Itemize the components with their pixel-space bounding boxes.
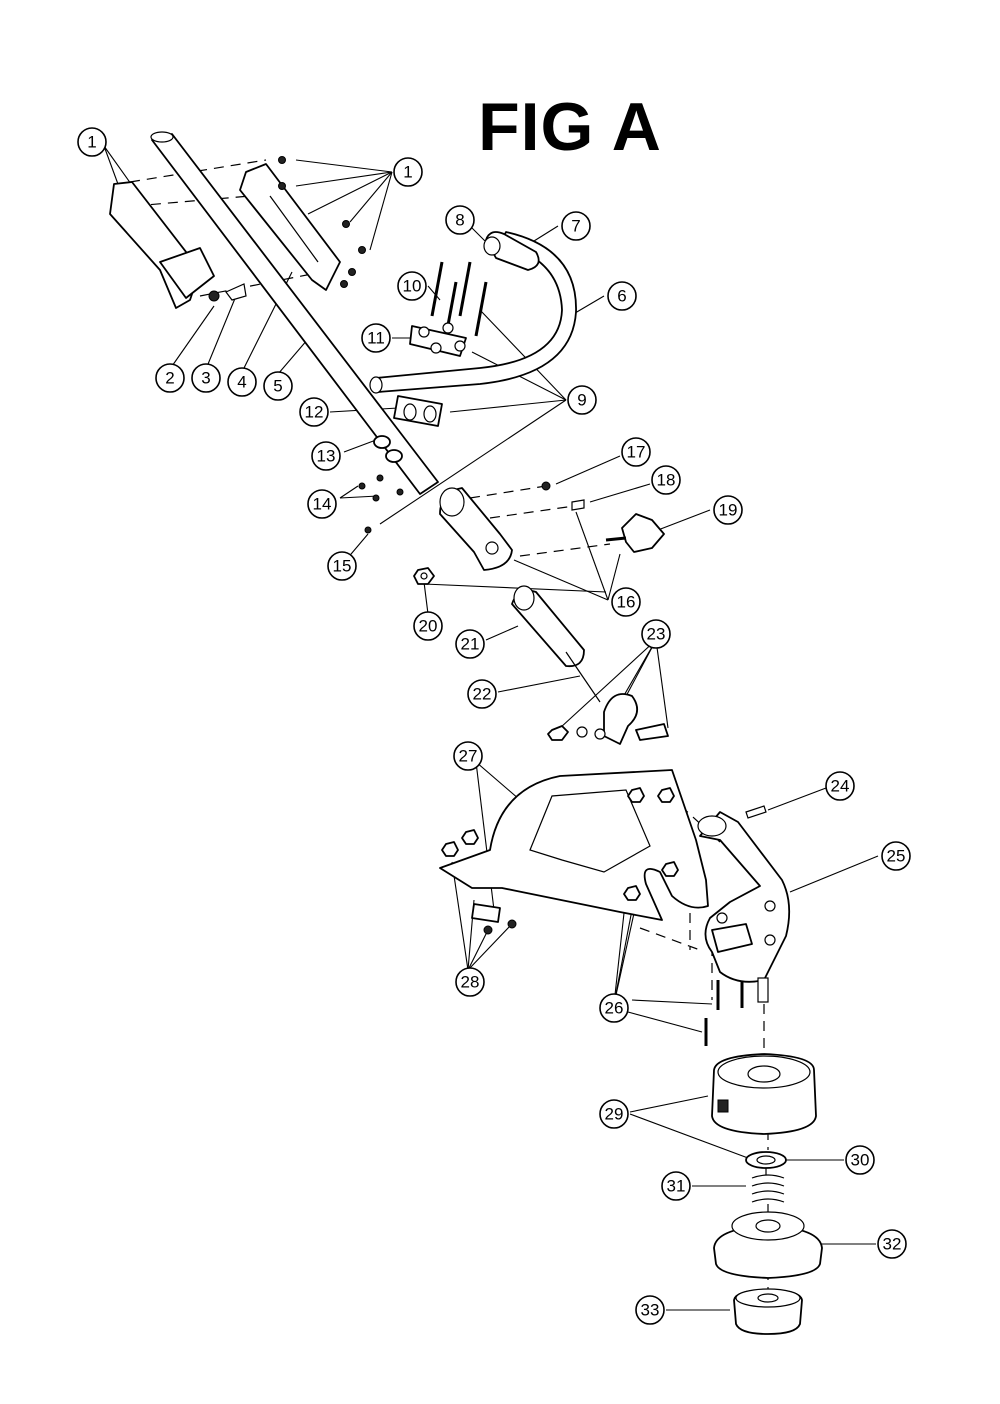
callout-label: 16: [617, 593, 636, 612]
callout-9: 9: [567, 385, 597, 415]
callout-label: 1: [403, 163, 412, 182]
callout-17: 17: [621, 437, 651, 467]
callout-label: 25: [887, 847, 906, 866]
callout-15: 15: [327, 551, 357, 581]
callout-1-right: 1: [393, 157, 423, 187]
callout-label: 30: [851, 1151, 870, 1170]
callout-30: 30: [845, 1145, 875, 1175]
callout-3: 3: [191, 363, 221, 393]
callout-5: 5: [263, 371, 293, 401]
callout-26: 26: [599, 993, 629, 1023]
callout-label: 32: [883, 1235, 902, 1254]
callout-22: 22: [467, 679, 497, 709]
callout-label: 22: [473, 685, 492, 704]
callout-label: 20: [419, 617, 438, 636]
callout-label: 18: [657, 471, 676, 490]
callout-32: 32: [877, 1229, 907, 1259]
callout-28: 28: [455, 967, 485, 997]
callout-29: 29: [599, 1099, 629, 1129]
callout-16: 16: [611, 587, 641, 617]
callout-label: 2: [165, 369, 174, 388]
callout-24: 24: [825, 771, 855, 801]
callout-19: 19: [713, 495, 743, 525]
callout-label: 24: [831, 777, 850, 796]
callout-label: 5: [273, 377, 282, 396]
callout-21: 21: [455, 629, 485, 659]
callout-27: 27: [453, 741, 483, 771]
callout-23: 23: [641, 619, 671, 649]
callout-label: 3: [201, 369, 210, 388]
callout-label: 15: [333, 557, 352, 576]
callout-label: 10: [403, 277, 422, 296]
callout-18: 18: [651, 465, 681, 495]
callout-6: 6: [607, 281, 637, 311]
callout-label: 8: [455, 211, 464, 230]
callout-label: 9: [577, 391, 586, 410]
callout-10: 10: [397, 271, 427, 301]
parts: [109, 131, 823, 1335]
callout-label: 29: [605, 1105, 624, 1124]
callout-label: 31: [667, 1177, 686, 1196]
callout-1-left: 1: [77, 127, 107, 157]
callout-label: 13: [317, 447, 336, 466]
leader-lines: [103, 145, 879, 1311]
callout-label: 28: [461, 973, 480, 992]
callout-label: 6: [617, 287, 626, 306]
callout-13: 13: [311, 441, 341, 471]
callout-label: 1: [87, 133, 96, 152]
callout-label: 19: [719, 501, 738, 520]
callout-12: 12: [299, 397, 329, 427]
callout-label: 11: [367, 329, 385, 348]
callout-label: 14: [313, 495, 332, 514]
callouts: 1 1 2 3 4 5 6 7 8 9 10 11 12 13 14 15 16…: [77, 127, 911, 1325]
callout-7: 7: [561, 211, 591, 241]
callout-4: 4: [227, 367, 257, 397]
callout-33: 33: [635, 1295, 665, 1325]
callout-label: 12: [305, 403, 324, 422]
page-title: FIG A: [478, 89, 662, 165]
callout-31: 31: [661, 1171, 691, 1201]
callout-label: 23: [647, 625, 666, 644]
callout-11: 11: [361, 323, 391, 353]
callout-label: 26: [605, 999, 624, 1018]
callout-label: 17: [627, 443, 646, 462]
callout-2: 2: [155, 363, 185, 393]
callout-label: 7: [571, 217, 580, 236]
callout-label: 33: [641, 1301, 660, 1320]
callout-20: 20: [413, 611, 443, 641]
callout-25: 25: [881, 841, 911, 871]
callout-label: 4: [237, 373, 246, 392]
callout-8: 8: [445, 205, 475, 235]
callout-label: 27: [459, 747, 478, 766]
callout-label: 21: [461, 635, 480, 654]
callout-14: 14: [307, 489, 337, 519]
